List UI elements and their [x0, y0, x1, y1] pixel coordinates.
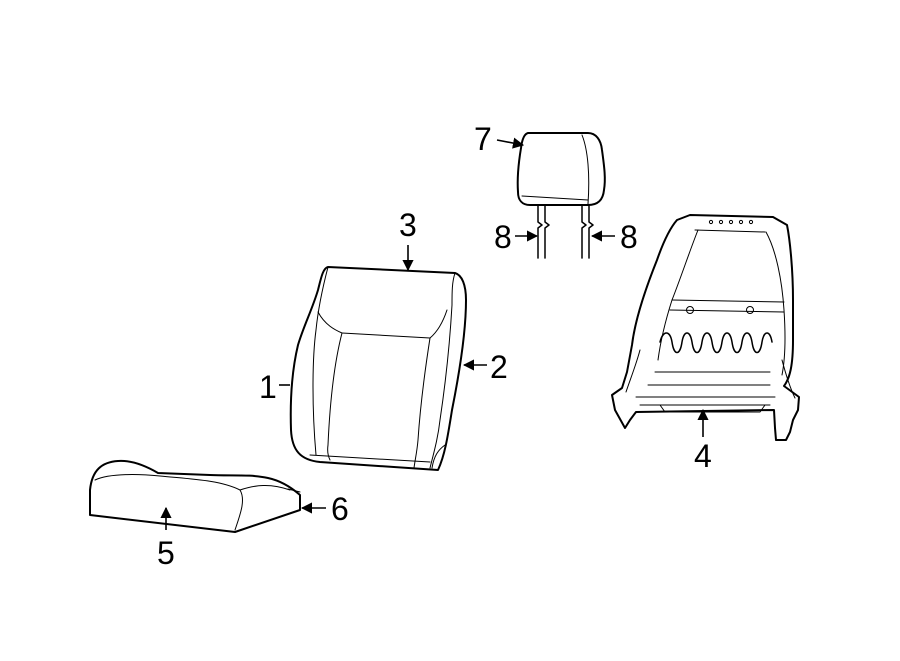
callout-6: 6 [331, 491, 349, 527]
callout-4: 4 [694, 438, 712, 474]
headrest-guide-right [581, 204, 594, 259]
headrest [516, 132, 606, 206]
headrest-guide-left [537, 204, 550, 259]
callout-8-right: 8 [620, 219, 638, 255]
callout-1: 1 [259, 369, 277, 405]
leader-7 [496, 137, 525, 149]
callout-7: 7 [474, 121, 492, 157]
seat-cushion [89, 459, 301, 533]
callout-3: 3 [399, 207, 417, 243]
callout-8-left: 8 [494, 219, 512, 255]
seat-back-cushion [289, 266, 467, 471]
callout-5: 5 [157, 535, 175, 571]
seat-back-frame [611, 214, 800, 441]
callout-2: 2 [490, 349, 508, 385]
